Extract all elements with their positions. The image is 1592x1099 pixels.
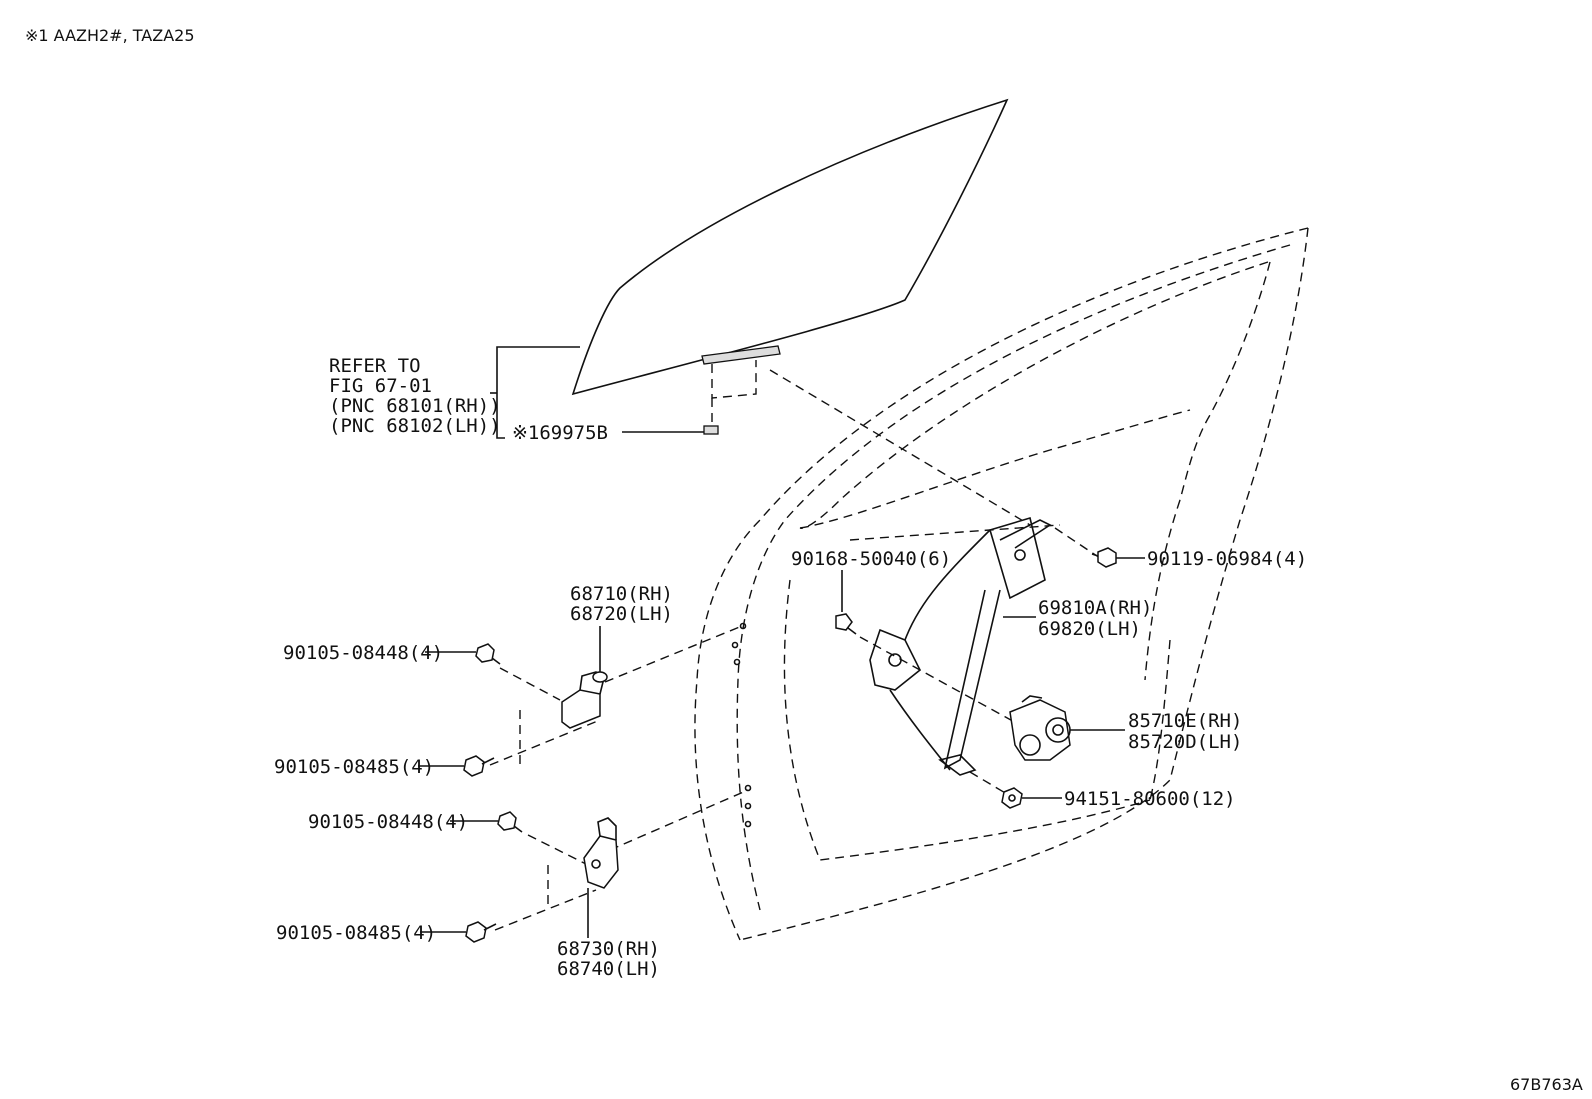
label-bolt-upper-a: 90105-08448(4) xyxy=(283,642,443,664)
label-screw-90168: 90168-50040(6) xyxy=(791,548,951,570)
label-bolt-upper-b: 90105-08485(4) xyxy=(274,756,434,778)
label-lower-hinge-lh: 68740(LH) xyxy=(557,958,660,980)
label-bolt-90119: 90119-06984(4) xyxy=(1147,548,1307,570)
door-outline xyxy=(694,227,1309,941)
label-upper-hinge-rh: 68710(RH) xyxy=(570,583,673,605)
glass-channel-clip xyxy=(703,425,719,435)
label-motor-lh: 85720D(LH) xyxy=(1128,731,1242,753)
label-bolt-lower-a: 90105-08448(4) xyxy=(308,811,468,833)
window-regulator xyxy=(869,516,1052,776)
assembly-lines xyxy=(489,369,1101,931)
door-glass xyxy=(571,98,1009,435)
bolt-lower-b-icon xyxy=(465,921,497,943)
label-motor-rh: 85710E(RH) xyxy=(1128,710,1242,732)
refer-line-2: FIG 67-01 xyxy=(329,375,432,397)
refer-bracket xyxy=(490,346,580,439)
label-glass-channel: ※169975B xyxy=(512,422,608,444)
screw-90168-icon xyxy=(835,613,857,635)
label-upper-hinge-lh: 68720(LH) xyxy=(570,603,673,625)
refer-line-1: REFER TO xyxy=(329,355,421,377)
applicability-note: ※1 AAZH2#, TAZA25 xyxy=(25,26,195,45)
label-nut-94151: 94151-80600(12) xyxy=(1064,788,1236,810)
regulator-motor xyxy=(1009,695,1071,761)
diagram-code: 67B763A xyxy=(1510,1075,1583,1094)
label-lower-hinge-rh: 68730(RH) xyxy=(557,938,660,960)
lower-hinge xyxy=(583,817,619,889)
label-bolt-lower-b: 90105-08485(4) xyxy=(276,922,436,944)
bolt-90119-icon xyxy=(1091,547,1117,568)
refer-line-3: (PNC 68101(RH)) xyxy=(329,395,501,417)
nut-94151-icon xyxy=(1001,787,1023,809)
label-regulator-rh: 69810A(RH) xyxy=(1038,597,1152,619)
bolt-upper-a-icon xyxy=(475,643,501,665)
bolt-upper-b-icon xyxy=(463,755,495,777)
bolt-lower-a-icon xyxy=(497,811,523,833)
label-regulator-lh: 69820(LH) xyxy=(1038,618,1141,640)
refer-line-4: (PNC 68102(LH)) xyxy=(329,415,501,437)
upper-hinge xyxy=(561,671,608,729)
